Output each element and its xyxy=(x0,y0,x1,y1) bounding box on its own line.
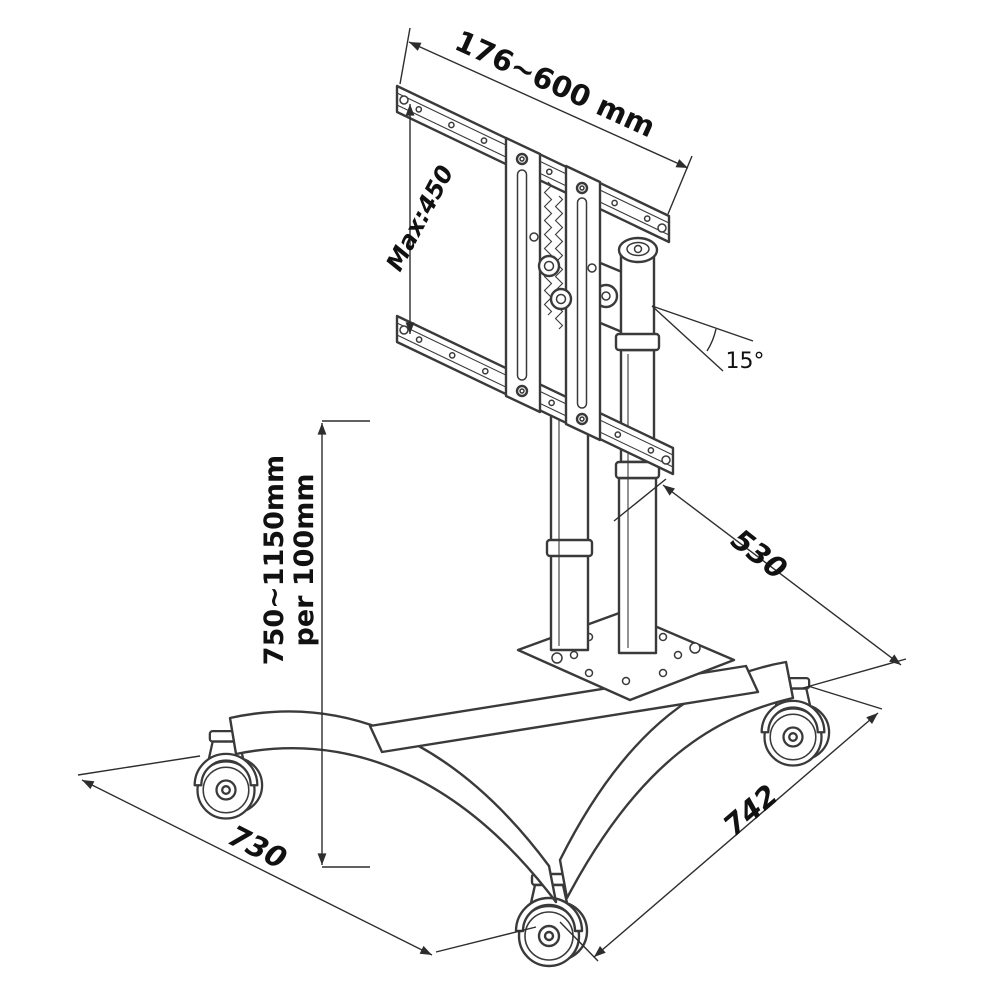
tilt-angle-label: 15° xyxy=(726,349,765,374)
dim-bracket-max-height: Max:450 xyxy=(381,104,460,334)
pole-left xyxy=(545,396,594,652)
adjustment-racks xyxy=(529,181,597,330)
dim-column-height: 750~1150mm per 100mm xyxy=(259,420,370,868)
tilt-head xyxy=(593,236,661,352)
column-height-label-line2: per 100mm xyxy=(289,474,320,647)
vesa-strip-left xyxy=(504,136,542,414)
base-front-right-label: 742 xyxy=(716,778,784,843)
bracket-max-height-label: Max:450 xyxy=(381,161,460,276)
dim-tilt-angle: 15° xyxy=(651,305,765,374)
vesa-strip-right xyxy=(564,164,602,442)
column-height-label-line1: 750~1150mm xyxy=(259,455,290,665)
